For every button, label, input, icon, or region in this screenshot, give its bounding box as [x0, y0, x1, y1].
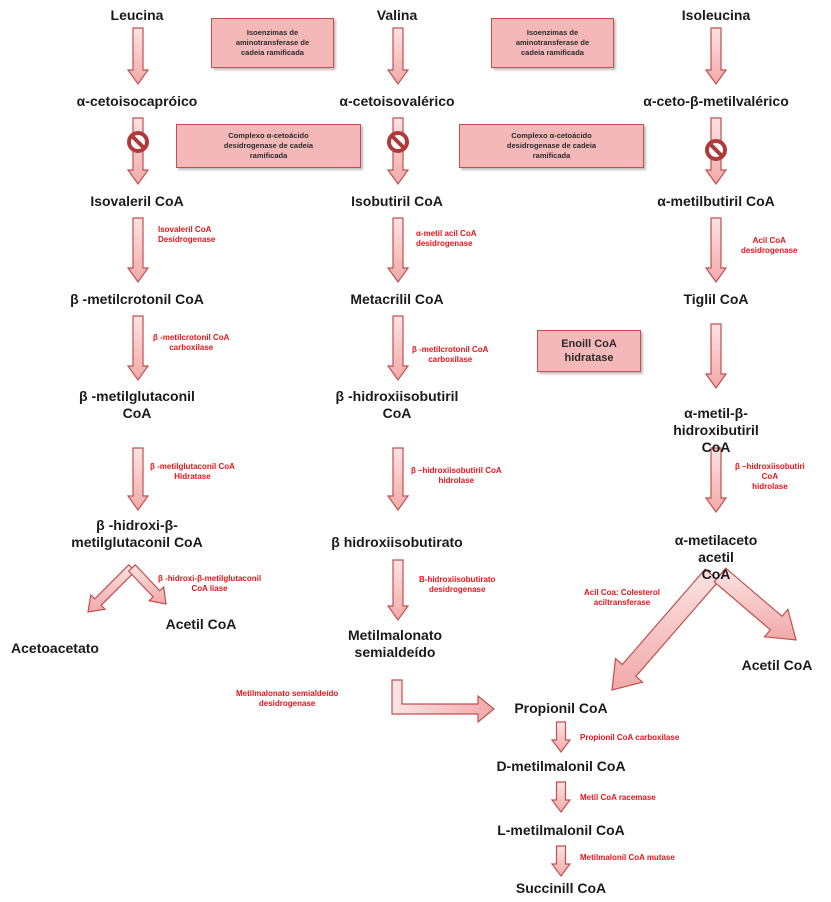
reaction-arrow-to-acetil-coa-right — [713, 567, 797, 641]
enzyme-acil-colesterol-aciltransferase: Acil Coa: Colesterol aciltransferase — [584, 588, 661, 607]
metabolite-succinil-coa: Succinill CoA — [515, 880, 607, 896]
metabolite-metilglutaconil-coa: β -metilglutaconil CoA — [79, 388, 195, 421]
enzyme-hidroxiisobutiril-hidrolase-mid: β –hidroxiisobutiril CoA hidrolase — [411, 466, 502, 485]
enzyme-hidroxiisobutiril-hidrolase-right: β –hidroxiisobutiri CoA hidrolase — [735, 462, 805, 491]
reaction-arrow-isoleucina-3 — [704, 323, 728, 390]
metabolite-l-metilmalonil-coa: L-metilmalonil CoA — [497, 822, 625, 838]
metabolite-propionil-coa: Propionil CoA — [514, 700, 608, 716]
enzyme-metil-acil-desidrogenase: α-metil acil CoA desidrogenase — [416, 229, 477, 248]
enzyme-metilmalonato-semialdeido-desidrogenase: Metilmalonato semialdeído desidrogenase — [236, 689, 339, 708]
enzyme-metilmalonil-mutase: Metilmalonil CoA mutase — [580, 853, 675, 862]
reaction-arrow-to-acetoacetato — [87, 563, 137, 613]
enzyme-hmg-liase: β -hidroxi-β-metilglutaconil CoA liase — [158, 574, 262, 593]
enzyme-isovaleril-desidrogenase: Isovaleril CoA Desidrogenase — [158, 225, 216, 244]
metabolite-metilcrotonil-coa: β -metilcrotonil CoA — [70, 291, 204, 307]
reaction-arrow-valina-2 — [386, 217, 410, 284]
metabolite-metilmalonato-semialdeido: Metilmalonato semialdeído — [347, 627, 443, 660]
metabolite-metilaceto-acetil-coa: α-metilaceto acetil CoA — [674, 532, 758, 582]
reaction-arrow-valina-4 — [386, 447, 410, 512]
enzyme-metilcrotonil-carboxilase-mid: β -metilcrotonil CoA carboxilase — [412, 345, 489, 364]
enzyme-metilglutaconil-hidratase: β -metilglutaconil CoA Hidratase — [150, 462, 235, 481]
metabolite-isoleucina: Isoleucina — [681, 7, 751, 23]
enzyme-box-label: Enoill CoA hidratase — [561, 338, 617, 364]
reaction-arrow-valina-0 — [386, 27, 410, 86]
metabolite-metil-hidroxibutiril-coa: α-metil-β- hidroxibutiril CoA — [673, 405, 759, 455]
reaction-arrows — [87, 27, 797, 877]
metabolite-d-metilmalonil-coa: D-metilmalonil CoA — [496, 758, 626, 774]
desidrogenase-complex-box-left: Complexo α-cetoácido desidrogenase de ca… — [176, 124, 361, 168]
metabolite-hidroxi-metilglutaconil-coa: β -hidroxi-β- metilglutaconil CoA — [71, 517, 203, 550]
enzyme-metilcrotonil-carboxilase-left: β -metilcrotonil CoA carboxilase — [153, 333, 230, 352]
enzyme-box-label: Complexo α-cetoácido desidrogenase de ca… — [506, 131, 597, 160]
metabolite-tiglil-coa: Tiglil CoA — [683, 291, 749, 307]
reaction-arrow-leucina-2 — [126, 217, 150, 284]
reaction-arrow-isoleucina-4 — [704, 447, 728, 514]
reaction-arrow-to-propionil-coa-right — [611, 568, 720, 691]
metabolite-valina: Valina — [376, 7, 418, 23]
metabolite-metacrilil-coa: Metacrilil CoA — [350, 291, 444, 307]
reaction-arrow-leucina-3 — [126, 315, 150, 382]
metabolite-hidroxiisobutiril-coa: β -hidroxiisobutiril CoA — [335, 388, 459, 421]
metabolite-isovaleril-coa: Isovaleril CoA — [90, 193, 184, 209]
metabolite-metilbutiril-coa: α-metilbutiril CoA — [657, 193, 775, 209]
inhibition-icon — [387, 131, 409, 153]
reaction-arrow-leucina-0 — [126, 27, 150, 86]
reaction-arrow-isoleucina-2 — [704, 217, 728, 284]
enzyme-acil-desidrogenase: Acil CoA desidrogenase — [741, 236, 798, 255]
metabolite-acetoacetato: Acetoacetato — [11, 640, 99, 656]
reaction-arrow-leucina-4 — [126, 447, 150, 512]
inhibition-icon — [127, 131, 149, 153]
enoil-coa-hidratase-box: Enoill CoA hidratase — [537, 330, 641, 372]
reaction-arrow-to-acetil-coa — [127, 564, 167, 605]
metabolite-hidroxiisobutirato: β hidroxiisobutirato — [331, 534, 463, 550]
enzyme-metil-racemase: Metil CoA racemase — [580, 793, 656, 802]
metabolite-ceto-metilvalerico: α-ceto-β-metilvalérico — [643, 93, 789, 109]
metabolite-ceto-isocaproico: α-cetoisocapróico — [76, 93, 198, 109]
reaction-arrow-valina-5 — [386, 559, 410, 622]
desidrogenase-complex-box-right: Complexo α-cetoácido desidrogenase de ca… — [459, 124, 644, 168]
reaction-arrow-propionate-2 — [550, 845, 572, 877]
metabolite-leucina: Leucina — [110, 7, 164, 23]
metabolite-isobutiril-coa: Isobutiril CoA — [351, 193, 443, 209]
enzyme-propionil-carboxilase: Propionil CoA carboxilase — [580, 733, 680, 742]
reaction-arrow-propionate-1 — [550, 781, 572, 813]
enzyme-box-label: Isoenzimas de aminotransferase de cadeia… — [235, 28, 310, 57]
metabolite-ceto-isovalerico: α-cetoisovalérico — [339, 93, 455, 109]
inhibition-icon — [705, 139, 727, 161]
aminotransferase-box-right: Isoenzimas de aminotransferase de cadeia… — [491, 18, 614, 68]
reaction-arrow-to-propionil-coa — [391, 679, 495, 724]
enzyme-hidroxiisobutirato-desidrogenase: B-hidroxiisobutirato desidrogenase — [419, 575, 496, 594]
metabolite-acetil-coa: Acetil CoA — [165, 616, 237, 632]
reaction-arrow-propionate-0 — [550, 721, 572, 753]
enzyme-box-label: Isoenzimas de aminotransferase de cadeia… — [515, 28, 590, 57]
aminotransferase-box-left: Isoenzimas de aminotransferase de cadeia… — [211, 18, 334, 68]
reaction-arrow-isoleucina-0 — [704, 27, 728, 86]
metabolite-acetil-coa-right: Acetil CoA — [741, 657, 813, 673]
reaction-arrow-valina-3 — [386, 315, 410, 382]
enzyme-box-label: Complexo α-cetoácido desidrogenase de ca… — [223, 131, 314, 160]
